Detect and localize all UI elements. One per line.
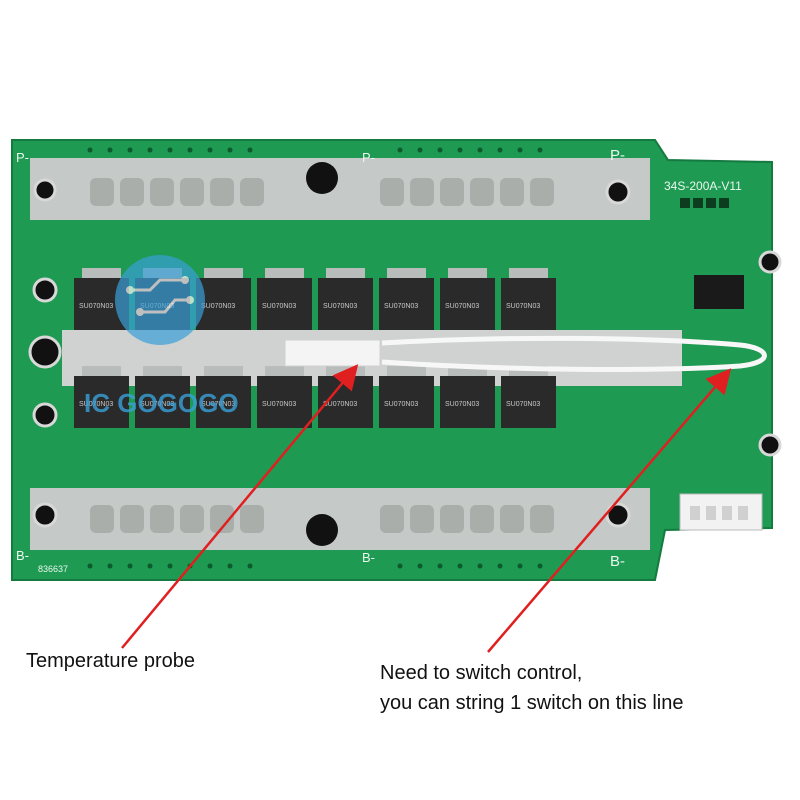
mosfet-package [74,376,129,428]
mosfet-package [318,278,373,330]
mosfet-marking: SU070N03 [201,303,235,310]
mosfet-marking: SU070N03 [445,303,479,310]
mosfet-tab [82,268,121,278]
mosfet-marking: SU070N03 [384,401,418,408]
mosfet-tab [387,268,426,278]
watermark-text: IC GOGOGO [84,388,239,418]
mosfet-package [379,278,434,330]
switch-arrow [487,368,732,653]
mosfet-marking: SU070N03 [323,401,357,408]
solder-blobs [90,178,554,533]
mosfet-row-bottom: SU070N03 SU070N03 SU070N03 SU070N03 SU070N03… [74,366,556,428]
mosfet-tab [448,268,487,278]
mosfet-package [135,376,190,428]
mosfet-marking: SU070N03 [262,401,296,408]
probe-arrow [121,364,359,649]
p-terminal-left: P- [16,150,29,165]
mosfet-tab [82,366,121,376]
mosfet-tab [387,366,426,376]
mosfet-package [257,278,312,330]
mosfet-package [379,376,434,428]
mosfet-marking: SU070N03 [201,401,235,408]
mosfet-package [196,376,251,428]
mosfet-tab [204,366,243,376]
board-model-label: 34S-200A-V11 [664,179,742,193]
mosfet-marking: SU070N03 [384,303,418,310]
mosfet-marking: SU070N03 [79,401,113,408]
mosfet-package [501,376,556,428]
mosfet-package [257,376,312,428]
mosfet-marking: SU070N03 [262,303,296,310]
control-ic [694,275,744,309]
temperature-probe [284,339,381,367]
switch-caption-line2: you can string 1 switch on this line [380,692,684,714]
switch-caption-line1: Need to switch control, [380,662,583,684]
b-terminal-left: B- [16,548,29,563]
mosfet-marking: SU070N03 [323,303,357,310]
p-terminal-mid: P- [362,150,375,165]
mosfet-marking: SU070N03 [140,401,174,408]
circuit-logo-icon [115,255,205,345]
mosfet-tab [326,268,365,278]
mounting-holes [28,162,782,546]
p-terminal-right: P- [610,147,625,164]
mosfet-package [440,278,495,330]
mosfet-tab [265,366,304,376]
mosfet-tab [326,366,365,376]
board-code-label: 836637 [38,564,68,574]
mosfet-package [196,278,251,330]
mosfet-marking: SU070N03 [445,401,479,408]
mosfet-tab [509,268,548,278]
mosfet-marking: SU070N03 [79,303,113,310]
mosfet-tab [265,268,304,278]
header-pins [680,198,729,208]
mosfet-tab [143,366,182,376]
mosfet-package [501,278,556,330]
mosfet-marking: SU070N03 [506,303,540,310]
mosfet-tab [204,268,243,278]
connector-slots [690,506,748,520]
switch-wire [381,335,767,372]
b-terminal-right: B- [610,553,625,570]
probe-caption: Temperature probe [26,650,195,672]
mosfet-package [440,376,495,428]
mosfet-tab [448,366,487,376]
b-terminal-mid: B- [362,550,375,565]
mosfet-marking: SU070N03 [506,401,540,408]
